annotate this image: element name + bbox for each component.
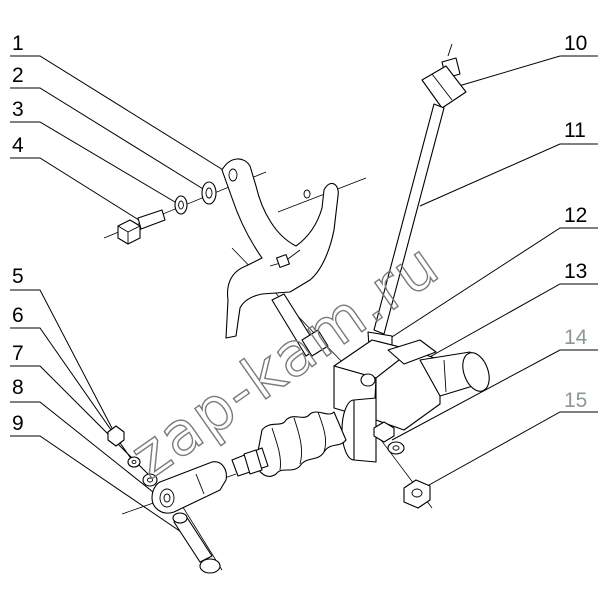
label-9: 9: [12, 412, 24, 435]
leader-8: [10, 401, 159, 497]
label-12: 12: [564, 204, 587, 227]
nut-15: [403, 479, 431, 509]
label-8: 8: [12, 376, 24, 399]
leader-1: [10, 55, 237, 179]
clevis: [151, 461, 227, 514]
leader-6: [10, 327, 133, 461]
cylinder-body-13: [333, 339, 441, 463]
small-nut: [373, 421, 395, 443]
fitting-10: [421, 43, 467, 109]
leader-11: [419, 143, 598, 207]
washer-7: [142, 473, 158, 487]
label-13: 13: [564, 260, 587, 283]
leader-5: [10, 289, 115, 433]
leader-lines: [10, 55, 598, 539]
label-10: 10: [564, 32, 587, 55]
label-6: 6: [12, 304, 24, 327]
label-3: 3: [12, 98, 24, 121]
label-7: 7: [12, 342, 24, 365]
reservoir-14: [419, 351, 490, 397]
clevis-pin-9: [172, 512, 221, 574]
part-labels: 1 2 3 4 5 6 7 8 9 10 11 12 13 14 15: [12, 32, 588, 435]
washer-2: [201, 181, 217, 205]
leader-2: [10, 87, 209, 193]
pedal-bracket-1: [221, 158, 339, 339]
leader-14: [391, 349, 598, 441]
label-1: 1: [12, 32, 24, 55]
leader-9: [10, 435, 191, 539]
label-11: 11: [564, 119, 586, 142]
label-5: 5: [12, 265, 24, 288]
leader-12: [377, 227, 598, 347]
label-4: 4: [12, 134, 24, 157]
push-rod: [271, 293, 329, 357]
washer-3: [174, 195, 188, 215]
leader-3: [10, 121, 181, 206]
bolt-4: [117, 209, 166, 245]
washer-6: [127, 456, 141, 468]
label-2: 2: [12, 64, 24, 87]
leader-10: [451, 55, 598, 89]
threaded-rod: [231, 447, 269, 477]
leader-4: [10, 157, 143, 223]
washer-15: [387, 441, 405, 455]
rubber-boot: [255, 411, 347, 477]
leader-13: [409, 283, 598, 369]
cotter-pin-5: [107, 425, 125, 447]
leader-15: [419, 411, 598, 491]
label-15: 15: [564, 389, 587, 412]
label-14: 14: [564, 326, 588, 349]
